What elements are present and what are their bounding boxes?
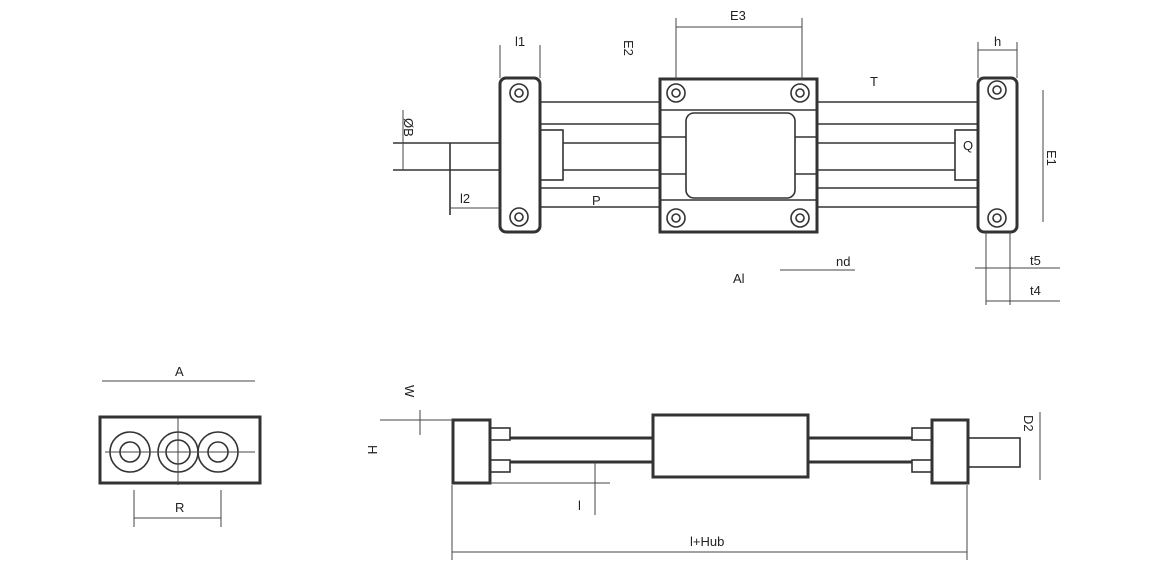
dim-h: h <box>994 34 1001 49</box>
end-view: A R <box>98 364 262 527</box>
top-view: E3 l1 E2 h T ØB E1 Q l2 P Al nd t5 t4 <box>393 8 1060 305</box>
dim-E1: E1 <box>1044 150 1059 166</box>
dim-l1: l1 <box>515 34 525 49</box>
right-end-plate <box>976 76 1019 234</box>
carriage-window <box>685 112 796 199</box>
dim-E2: E2 <box>621 40 636 56</box>
bolt-hole-icons <box>509 80 1007 228</box>
dim-Q: Q <box>963 138 973 153</box>
dim-P: P <box>592 193 601 208</box>
dim-B: ØB <box>401 118 416 137</box>
dim-t4: t4 <box>1030 283 1041 298</box>
left-boss <box>539 129 564 181</box>
dim-R: R <box>175 500 184 515</box>
left-end-plate <box>498 76 542 234</box>
dim-T: T <box>870 74 878 89</box>
dim-l-hub: l+Hub <box>690 534 724 549</box>
dim-E3: E3 <box>730 8 746 23</box>
side-view: W H l D2 l+Hub <box>365 385 1041 560</box>
dim-H: H <box>365 445 380 454</box>
dim-Al: Al <box>733 271 745 286</box>
carriage <box>658 77 819 234</box>
dim-A: A <box>175 364 184 379</box>
dim-t5: t5 <box>1030 253 1041 268</box>
dim-nd: nd <box>836 254 850 269</box>
dim-W: W <box>402 385 417 398</box>
piston-rod <box>393 142 500 215</box>
guide-rods <box>540 101 978 208</box>
dim-l: l <box>578 498 581 513</box>
dimension-lines-top <box>402 18 1060 305</box>
dim-l2: l2 <box>460 191 470 206</box>
dim-D2: D2 <box>1021 415 1036 432</box>
